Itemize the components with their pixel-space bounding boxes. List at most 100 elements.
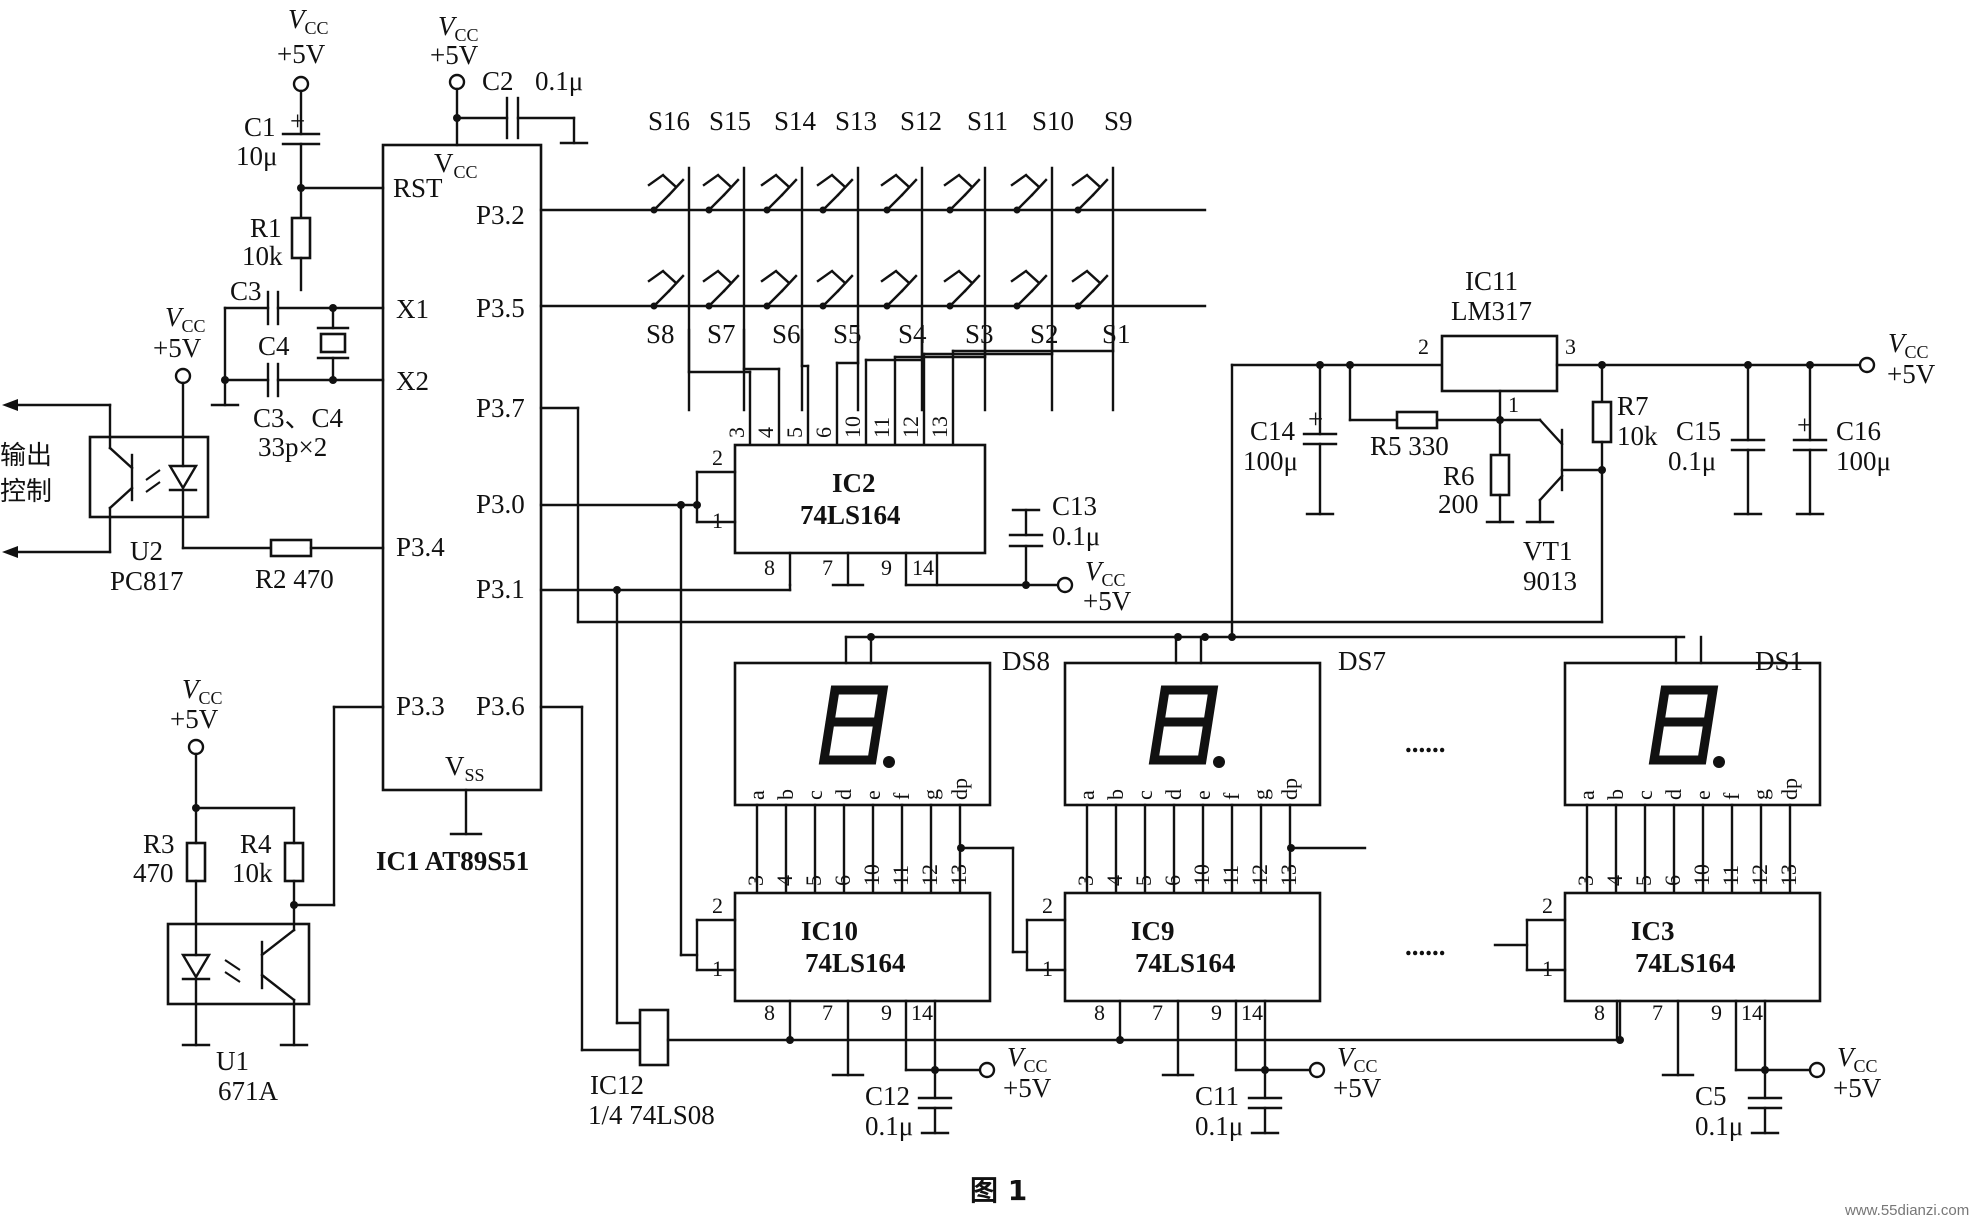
svg-text:8: 8: [764, 555, 775, 580]
key-switch-s10[interactable]: S10: [1010, 106, 1074, 412]
driver-pin-number: 5: [1131, 875, 1156, 886]
u1-part: 671A: [218, 1076, 279, 1106]
driver-name: IC9: [1131, 916, 1175, 946]
svg-text:2: 2: [712, 893, 723, 918]
r7-name: R7: [1617, 391, 1649, 421]
svg-text:+: +: [1797, 410, 1812, 440]
key-switch-s16[interactable]: S16: [647, 106, 691, 412]
svg-text:2: 2: [1042, 893, 1053, 918]
key-switch-s3[interactable]: S3: [943, 269, 994, 349]
r7-value: 10k: [1617, 421, 1658, 451]
bypass-cap-value: 0.1μ: [1695, 1111, 1743, 1141]
vcc-terminal-icon: [1056, 576, 1074, 594]
driver-part: 74LS164: [805, 948, 906, 978]
ic2-pin-number: 5: [782, 427, 807, 438]
svg-text:+: +: [1308, 404, 1323, 434]
ic1-pin-p32: P3.2: [476, 200, 525, 230]
ic1-pin-rst: RST: [393, 173, 443, 203]
key-switch-s9[interactable]: S9: [1071, 106, 1133, 412]
vcc-label: VCC: [438, 11, 479, 45]
driver-pin-number: 6: [1660, 875, 1685, 886]
u1-input-sensor: VCC +5V R3 470 R4 10k U1 671A: [133, 674, 385, 1106]
driver-pin-number: 12: [1247, 864, 1272, 886]
c13-name: C13: [1052, 491, 1097, 521]
r1-name: R1: [250, 213, 282, 243]
svg-text:7: 7: [1152, 1000, 1163, 1025]
u1-name: U1: [216, 1046, 249, 1076]
ic2-pin-number: 4: [753, 427, 778, 438]
key-switch-s5[interactable]: S5: [816, 269, 862, 349]
r7-resistor: [1591, 400, 1613, 444]
display-name: DS1: [1755, 646, 1803, 676]
ic1-pin-p36: P3.6: [476, 691, 525, 721]
ic11-part: LM317: [1451, 296, 1532, 326]
vcc-terminal-icon: [1858, 356, 1876, 374]
driver-pin-number: 11: [1718, 865, 1743, 886]
svg-text:+5V: +5V: [1003, 1073, 1052, 1103]
key-switch-s2[interactable]: S2: [1010, 269, 1059, 349]
switch-label-top: S12: [900, 106, 942, 136]
segment-label: b: [1103, 789, 1128, 800]
segment-label: e: [860, 790, 885, 800]
segment-label: g: [1748, 789, 1773, 800]
switch-label-bottom: S5: [833, 319, 862, 349]
driver-pin-number: 11: [888, 865, 913, 886]
key-switch-s13[interactable]: S13: [816, 106, 877, 412]
key-switch-s6[interactable]: S6: [760, 269, 801, 349]
ic2-name: IC2: [832, 468, 876, 498]
svg-text:7: 7: [822, 555, 833, 580]
vcc-terminal-icon: [292, 75, 310, 93]
c2-name: C2: [482, 66, 514, 96]
r3-resistor: [185, 841, 207, 883]
c13-value: 0.1μ: [1052, 521, 1100, 551]
segment-label: d: [1161, 789, 1186, 800]
svg-text:VCC: VCC: [165, 302, 206, 336]
vt1-part: 9013: [1523, 566, 1577, 596]
ic2-part: 74LS164: [800, 500, 901, 530]
driver-pin-number: 5: [801, 875, 826, 886]
vcc-value: +5V: [430, 40, 479, 70]
driver-pin-number: 5: [1631, 875, 1656, 886]
ic11-name: IC11: [1465, 266, 1518, 296]
ic1-pin-p30: P3.0: [476, 489, 525, 519]
switch-label-top: S16: [648, 106, 690, 136]
svg-text:3: 3: [1565, 334, 1576, 359]
driver-pin-number: 4: [1102, 875, 1127, 886]
driver-pin-number: 10: [859, 864, 884, 886]
segment-label: f: [1719, 792, 1744, 800]
r6-name: R6: [1443, 461, 1475, 491]
key-switch-s15[interactable]: S15: [702, 106, 751, 412]
ellipsis-displays: ......: [1405, 728, 1446, 758]
vcc-terminal-icon: [1808, 1061, 1826, 1079]
key-switch-s7[interactable]: S7: [702, 269, 740, 349]
svg-text:1: 1: [1042, 956, 1053, 981]
ic2-pin-number: 13: [927, 416, 952, 438]
key-switch-s4[interactable]: S4: [880, 269, 927, 349]
display-name: DS8: [1002, 646, 1050, 676]
svg-text:1: 1: [712, 508, 723, 533]
key-switch-s1[interactable]: S1: [1071, 269, 1131, 349]
r5-label: R5 330: [1370, 431, 1449, 461]
crystal-icon: [319, 332, 347, 354]
segment-label: d: [1661, 789, 1686, 800]
shift-register-ic3: [1563, 891, 1822, 1003]
driver-name: IC3: [1631, 916, 1675, 946]
svg-text:VCC: VCC: [1007, 1042, 1048, 1076]
ic1-microcontroller: VCC RST X1 X2 P3.2 P3.5 P3.7 P3.0 P3.1 P…: [376, 143, 543, 876]
key-switch-s12[interactable]: S12: [880, 106, 942, 412]
bypass-cap-name: C11: [1195, 1081, 1239, 1111]
key-switch-s14[interactable]: S14: [760, 106, 817, 412]
svg-text:VCC: VCC: [1337, 1042, 1378, 1076]
reset-circuit: VCC +5V + C1 10μ R1 10k: [236, 4, 385, 292]
bypass-cap-value: 0.1μ: [1195, 1111, 1243, 1141]
svg-text:+5V: +5V: [153, 333, 202, 363]
svg-text:9: 9: [1711, 1000, 1722, 1025]
segment-label: dp: [1777, 778, 1802, 800]
switch-label-top: S9: [1104, 106, 1133, 136]
key-switch-s8[interactable]: S8: [646, 269, 685, 349]
r1-value: 10k: [242, 241, 283, 271]
key-switch-s11[interactable]: S11: [943, 106, 1008, 412]
segment-label: g: [1248, 789, 1273, 800]
vcc-terminal-icon: [1308, 1061, 1326, 1079]
